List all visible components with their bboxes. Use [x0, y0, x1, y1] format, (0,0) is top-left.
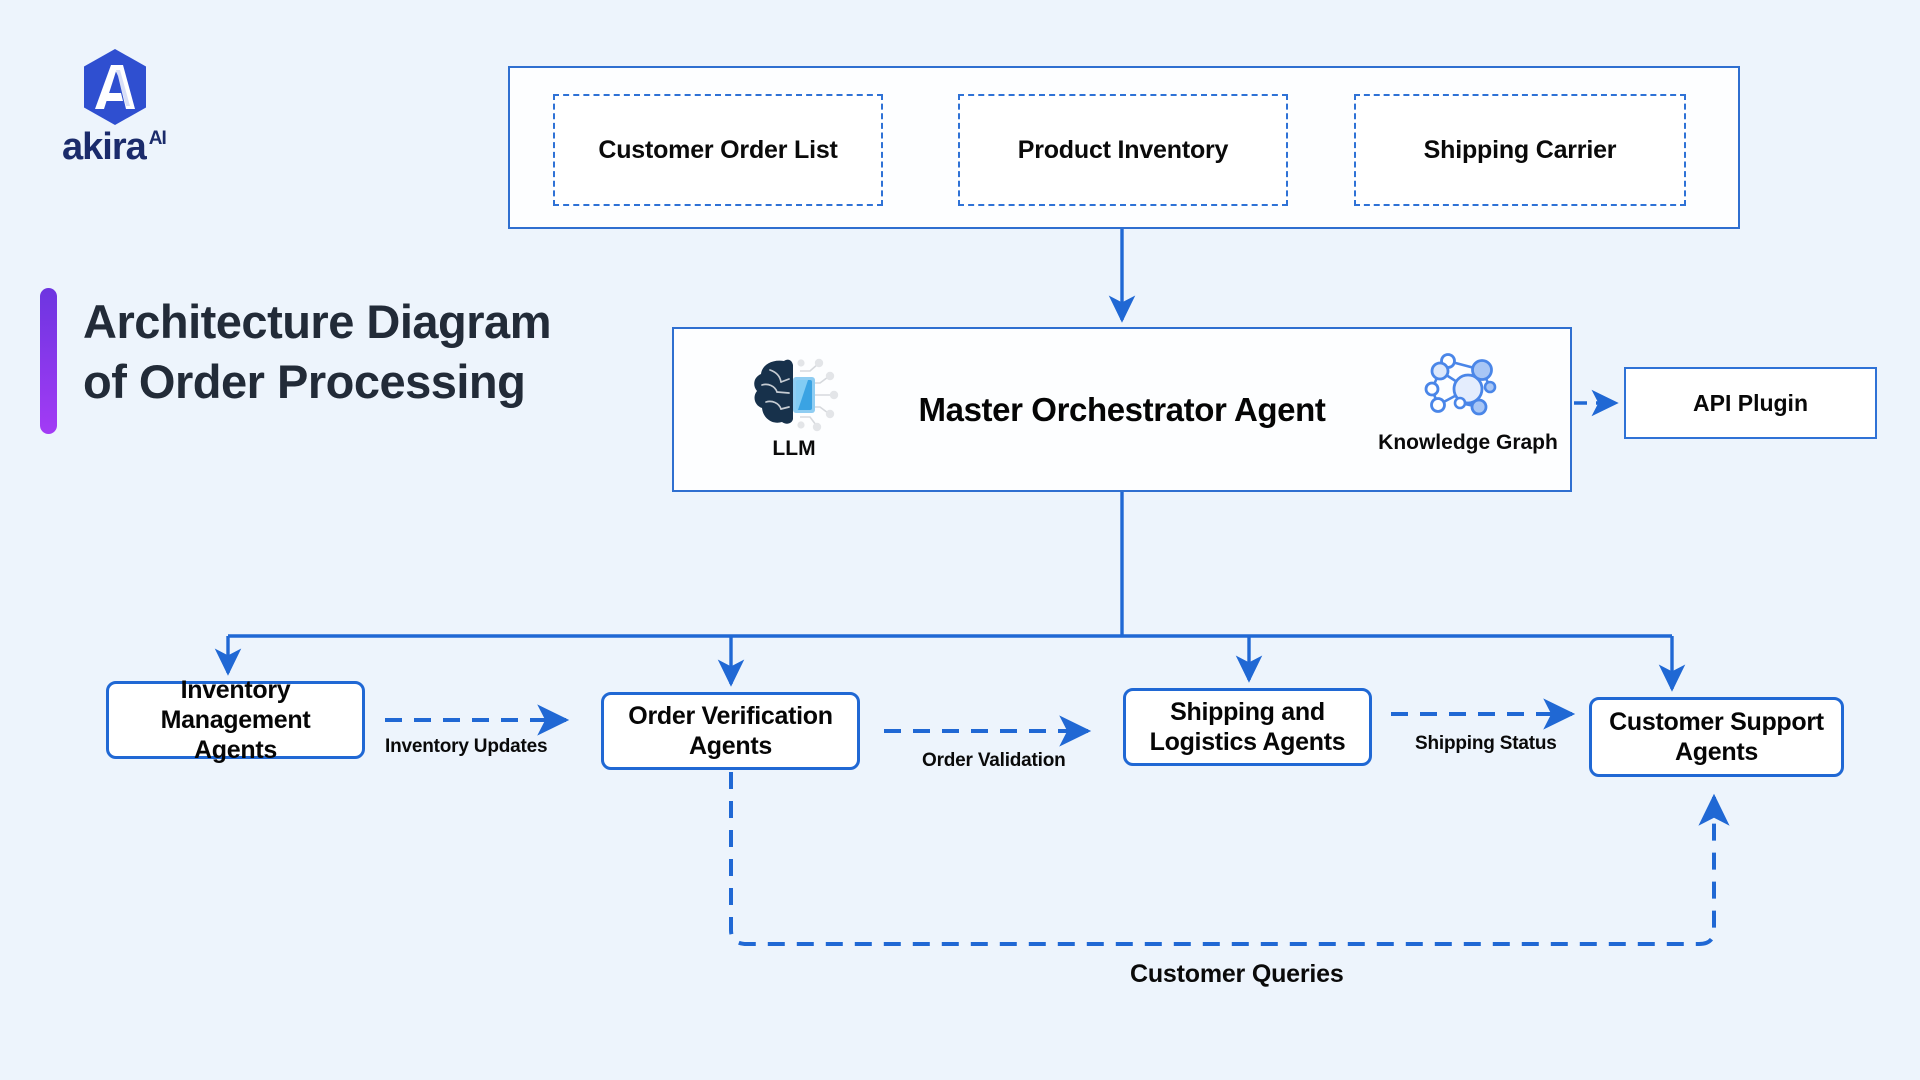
edge-label-customer-queries: Customer Queries	[1130, 960, 1344, 988]
page-title-text: Architecture Diagram of Order Processing	[83, 295, 552, 409]
page-title: Architecture Diagram of Order Processing	[40, 288, 552, 434]
agent-inventory-management[interactable]: Inventory Management Agents	[106, 676, 365, 764]
brand-name: akira	[62, 126, 147, 168]
llm-block: LLM	[734, 355, 854, 461]
network-graph-icon	[1424, 353, 1497, 416]
brand-logo: akira AI	[62, 48, 242, 166]
source-box-shipping-carrier[interactable]: Shipping Carrier	[1354, 94, 1686, 206]
agent-order-verification[interactable]: Order Verification Agents	[601, 692, 860, 770]
brand-superscript: AI	[148, 128, 167, 149]
connector-customer-queries-loop	[729, 772, 1730, 946]
edge-label-shipping-status: Shipping Status	[1415, 733, 1557, 754]
brain-chip-icon	[754, 358, 839, 432]
akira-hexagon-icon	[84, 49, 146, 125]
edge-label-order-validation: Order Validation	[922, 750, 1066, 771]
source-box-customer-order-list[interactable]: Customer Order List	[553, 94, 883, 206]
llm-caption: LLM	[772, 437, 816, 460]
edge-label-inventory-updates: Inventory Updates	[385, 736, 548, 757]
master-orchestrator-box[interactable]: Master Orchestrator Agent	[672, 327, 1572, 492]
brand-wordmark: akira AI	[62, 128, 242, 166]
agent-customer-support[interactable]: Customer Support Agents	[1589, 697, 1844, 777]
source-box-product-inventory[interactable]: Product Inventory	[958, 94, 1288, 206]
title-accent-bar	[40, 288, 57, 434]
knowledge-graph-caption: Knowledge Graph	[1378, 431, 1558, 454]
agent-shipping-logistics[interactable]: Shipping and Logistics Agents	[1123, 688, 1372, 766]
knowledge-graph-block: Knowledge Graph	[1378, 349, 1558, 455]
api-plugin-box[interactable]: API Plugin	[1624, 367, 1877, 439]
master-orchestrator-title: Master Orchestrator Agent	[918, 390, 1326, 428]
